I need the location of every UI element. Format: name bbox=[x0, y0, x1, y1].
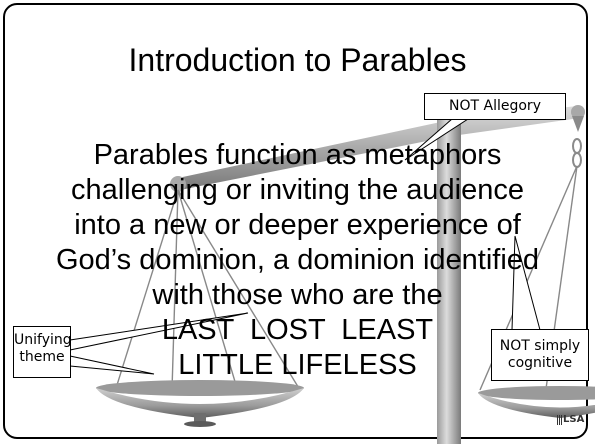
body-line-2: challenging or inviting the audience bbox=[70, 174, 525, 206]
callout-unifying-theme: Unifying theme bbox=[13, 326, 72, 378]
right-pan bbox=[478, 386, 595, 418]
callout-cognitive-line-2: cognitive bbox=[507, 355, 573, 371]
callout-theme-line-2: theme bbox=[19, 349, 65, 365]
body-line-4: God’s dominion, a dominion identified bbox=[55, 244, 540, 276]
body-line-6: LAST LOST LEAST bbox=[161, 314, 434, 346]
callout-pointers bbox=[69, 118, 541, 375]
slide-border bbox=[3, 3, 588, 439]
logo-bars-icon bbox=[557, 415, 562, 425]
left-pan-strings bbox=[116, 189, 301, 391]
slide-body: Parables function as metaphors challengi… bbox=[5, 138, 590, 383]
slide-title: Introduction to Parables bbox=[128, 42, 467, 78]
callout-theme-line-1: Unifying bbox=[14, 332, 72, 348]
scale-beam bbox=[170, 105, 585, 192]
callout-cognitive-line-1: NOT simply bbox=[499, 338, 581, 354]
body-line-5: with those who are the bbox=[152, 279, 443, 311]
callout-not-allegory-text: NOT Allegory bbox=[449, 98, 541, 114]
logo-text: LSA bbox=[563, 414, 585, 425]
left-pan bbox=[96, 380, 304, 427]
lsa-logo: LSA bbox=[557, 414, 584, 426]
body-line-7: LITTLE LIFELESS bbox=[178, 349, 417, 381]
callout-not-allegory: NOT Allegory bbox=[424, 93, 566, 120]
callout-not-simply-cognitive: NOT simply cognitive bbox=[491, 329, 589, 381]
body-line-1: Parables function as metaphors bbox=[93, 139, 502, 171]
body-line-3: into a new or deeper experience of bbox=[74, 209, 521, 241]
